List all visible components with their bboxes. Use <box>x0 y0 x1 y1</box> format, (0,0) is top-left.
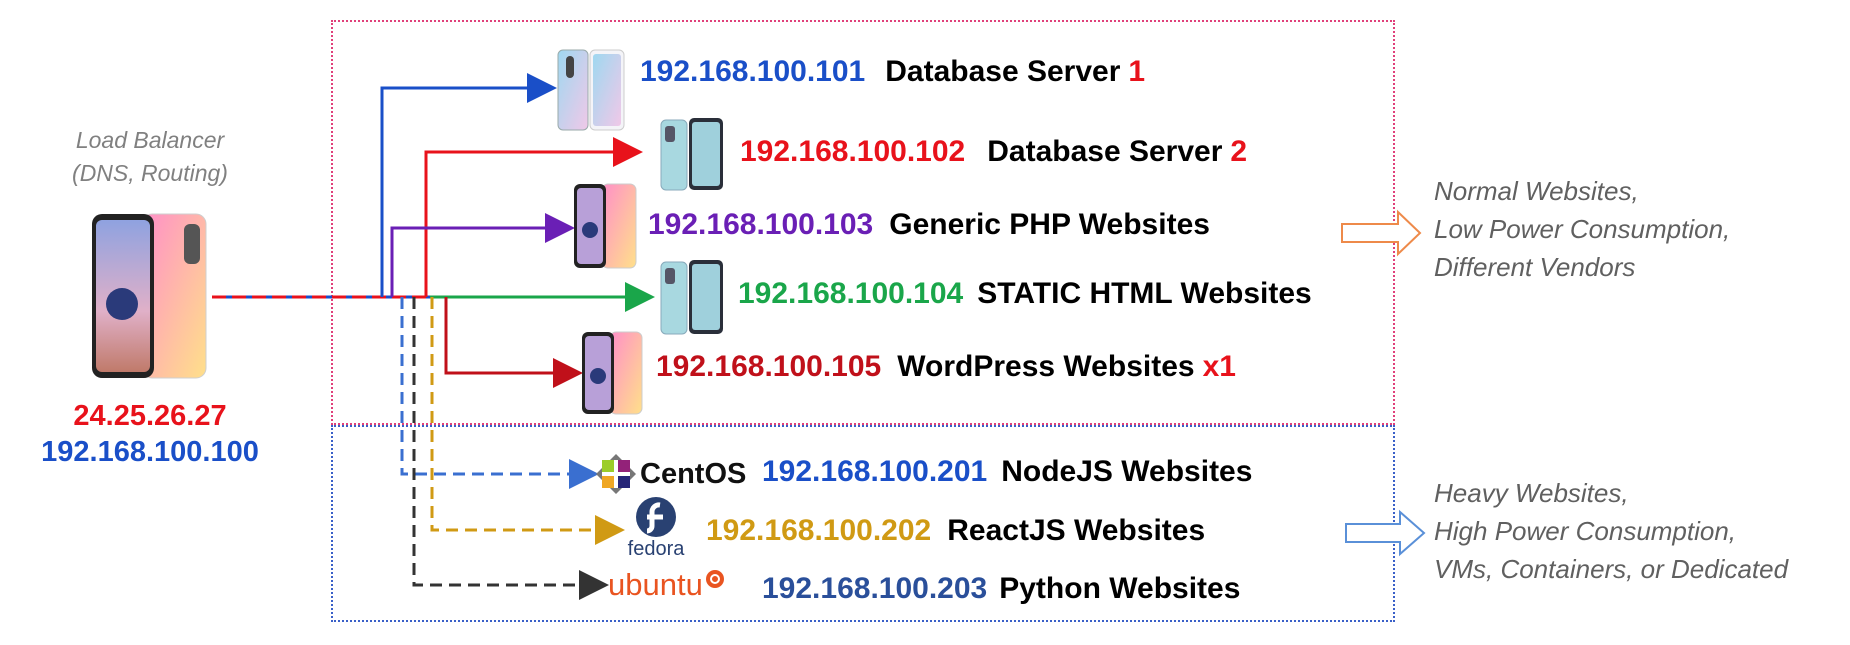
load-balancer-caption-line2: (DNS, Routing) <box>72 160 228 186</box>
server-label: STATIC HTML Websites <box>977 277 1312 310</box>
server-row-103: 192.168.100.103 Generic PHP Websites <box>648 205 1210 245</box>
server-ip: 192.168.100.101 <box>640 55 866 88</box>
bottom-group-note-line: VMs, Containers, or Dedicated <box>1434 554 1789 584</box>
phone-teal-icon <box>660 260 723 335</box>
server-ip: 192.168.100.203 <box>762 572 988 605</box>
phone-pink-icon <box>582 331 643 415</box>
bottom-group-note: Heavy Websites, High Power Consumption, … <box>1434 474 1788 588</box>
server-label: Database Server <box>987 135 1223 168</box>
server-label: WordPress Websites <box>897 350 1195 383</box>
line-server-103 <box>390 213 575 297</box>
server-row-102: 192.168.100.102 Database Server 2 <box>740 132 1247 172</box>
line-server-101 <box>380 73 557 297</box>
server-row-203: 192.168.100.203 Python Websites <box>762 569 1240 609</box>
server-ip: 192.168.100.104 <box>738 277 964 310</box>
server-label: Generic PHP Websites <box>889 208 1210 241</box>
top-group-box <box>331 20 1395 425</box>
server-suffix: x1 <box>1202 350 1236 383</box>
server-row-101: 192.168.100.101 Database Server 1 <box>640 52 1145 92</box>
load-balancer-phone-icon <box>92 213 207 379</box>
top-group-arrow-icon <box>1341 209 1422 257</box>
centos-icon <box>596 454 636 494</box>
phone-teal-icon <box>660 118 723 191</box>
fedora-logo: fedora <box>621 495 691 559</box>
server-row-201: 192.168.100.201 NodeJS Websites <box>762 452 1252 492</box>
fedora-icon <box>636 497 676 537</box>
server-row-105: 192.168.100.105 WordPress Websites x1 <box>656 347 1236 387</box>
server-label: ReactJS Websites <box>947 514 1206 547</box>
server-ip: 192.168.100.102 <box>740 135 966 168</box>
load-balancer-caption: Load Balancer (DNS, Routing) <box>40 124 260 190</box>
bottom-group-note-line: Heavy Websites, <box>1434 478 1629 508</box>
server-label: Python Websites <box>999 572 1241 605</box>
ubuntu-logo-text: ubuntu <box>608 567 703 602</box>
top-group-note-line: Low Power Consumption, <box>1434 214 1731 244</box>
top-group-note-line: Different Vendors <box>1434 252 1636 282</box>
server-label: NodeJS Websites <box>1001 455 1253 488</box>
load-balancer-private-ip: 192.168.100.100 <box>41 436 259 468</box>
line-server-105 <box>444 297 583 388</box>
top-group-note-line: Normal Websites, <box>1434 176 1639 206</box>
phone-pink-icon <box>574 183 637 269</box>
top-group-note: Normal Websites, Low Power Consumption, … <box>1434 172 1730 286</box>
bottom-group-note-line: High Power Consumption, <box>1434 516 1737 546</box>
ubuntu-icon <box>705 570 724 588</box>
line-server-201 <box>400 297 599 489</box>
server-ip: 192.168.100.201 <box>762 455 988 488</box>
centos-logo-text: CentOS <box>640 457 747 490</box>
load-balancer-public-ip: 24.25.26.27 <box>73 400 227 432</box>
server-ip: 192.168.100.103 <box>648 208 874 241</box>
server-ip: 192.168.100.105 <box>656 350 882 383</box>
server-label: Database Server <box>885 55 1121 88</box>
line-server-202 <box>430 297 625 545</box>
server-suffix: 2 <box>1230 135 1248 168</box>
centos-logo: CentOS <box>596 454 746 494</box>
line-server-102 <box>424 137 643 297</box>
phone-gradient-icon <box>557 49 625 131</box>
load-balancer-caption-line1: Load Balancer <box>75 127 225 153</box>
server-ip: 192.168.100.202 <box>706 514 932 547</box>
ubuntu-logo: ubuntu <box>608 566 725 604</box>
bottom-group-arrow-icon <box>1345 509 1426 557</box>
server-suffix: 1 <box>1128 55 1146 88</box>
server-row-202: 192.168.100.202 ReactJS Websites <box>706 511 1205 551</box>
fedora-logo-text: fedora <box>627 538 685 560</box>
server-row-104: 192.168.100.104 STATIC HTML Websites <box>738 274 1312 314</box>
line-server-203 <box>412 297 609 600</box>
